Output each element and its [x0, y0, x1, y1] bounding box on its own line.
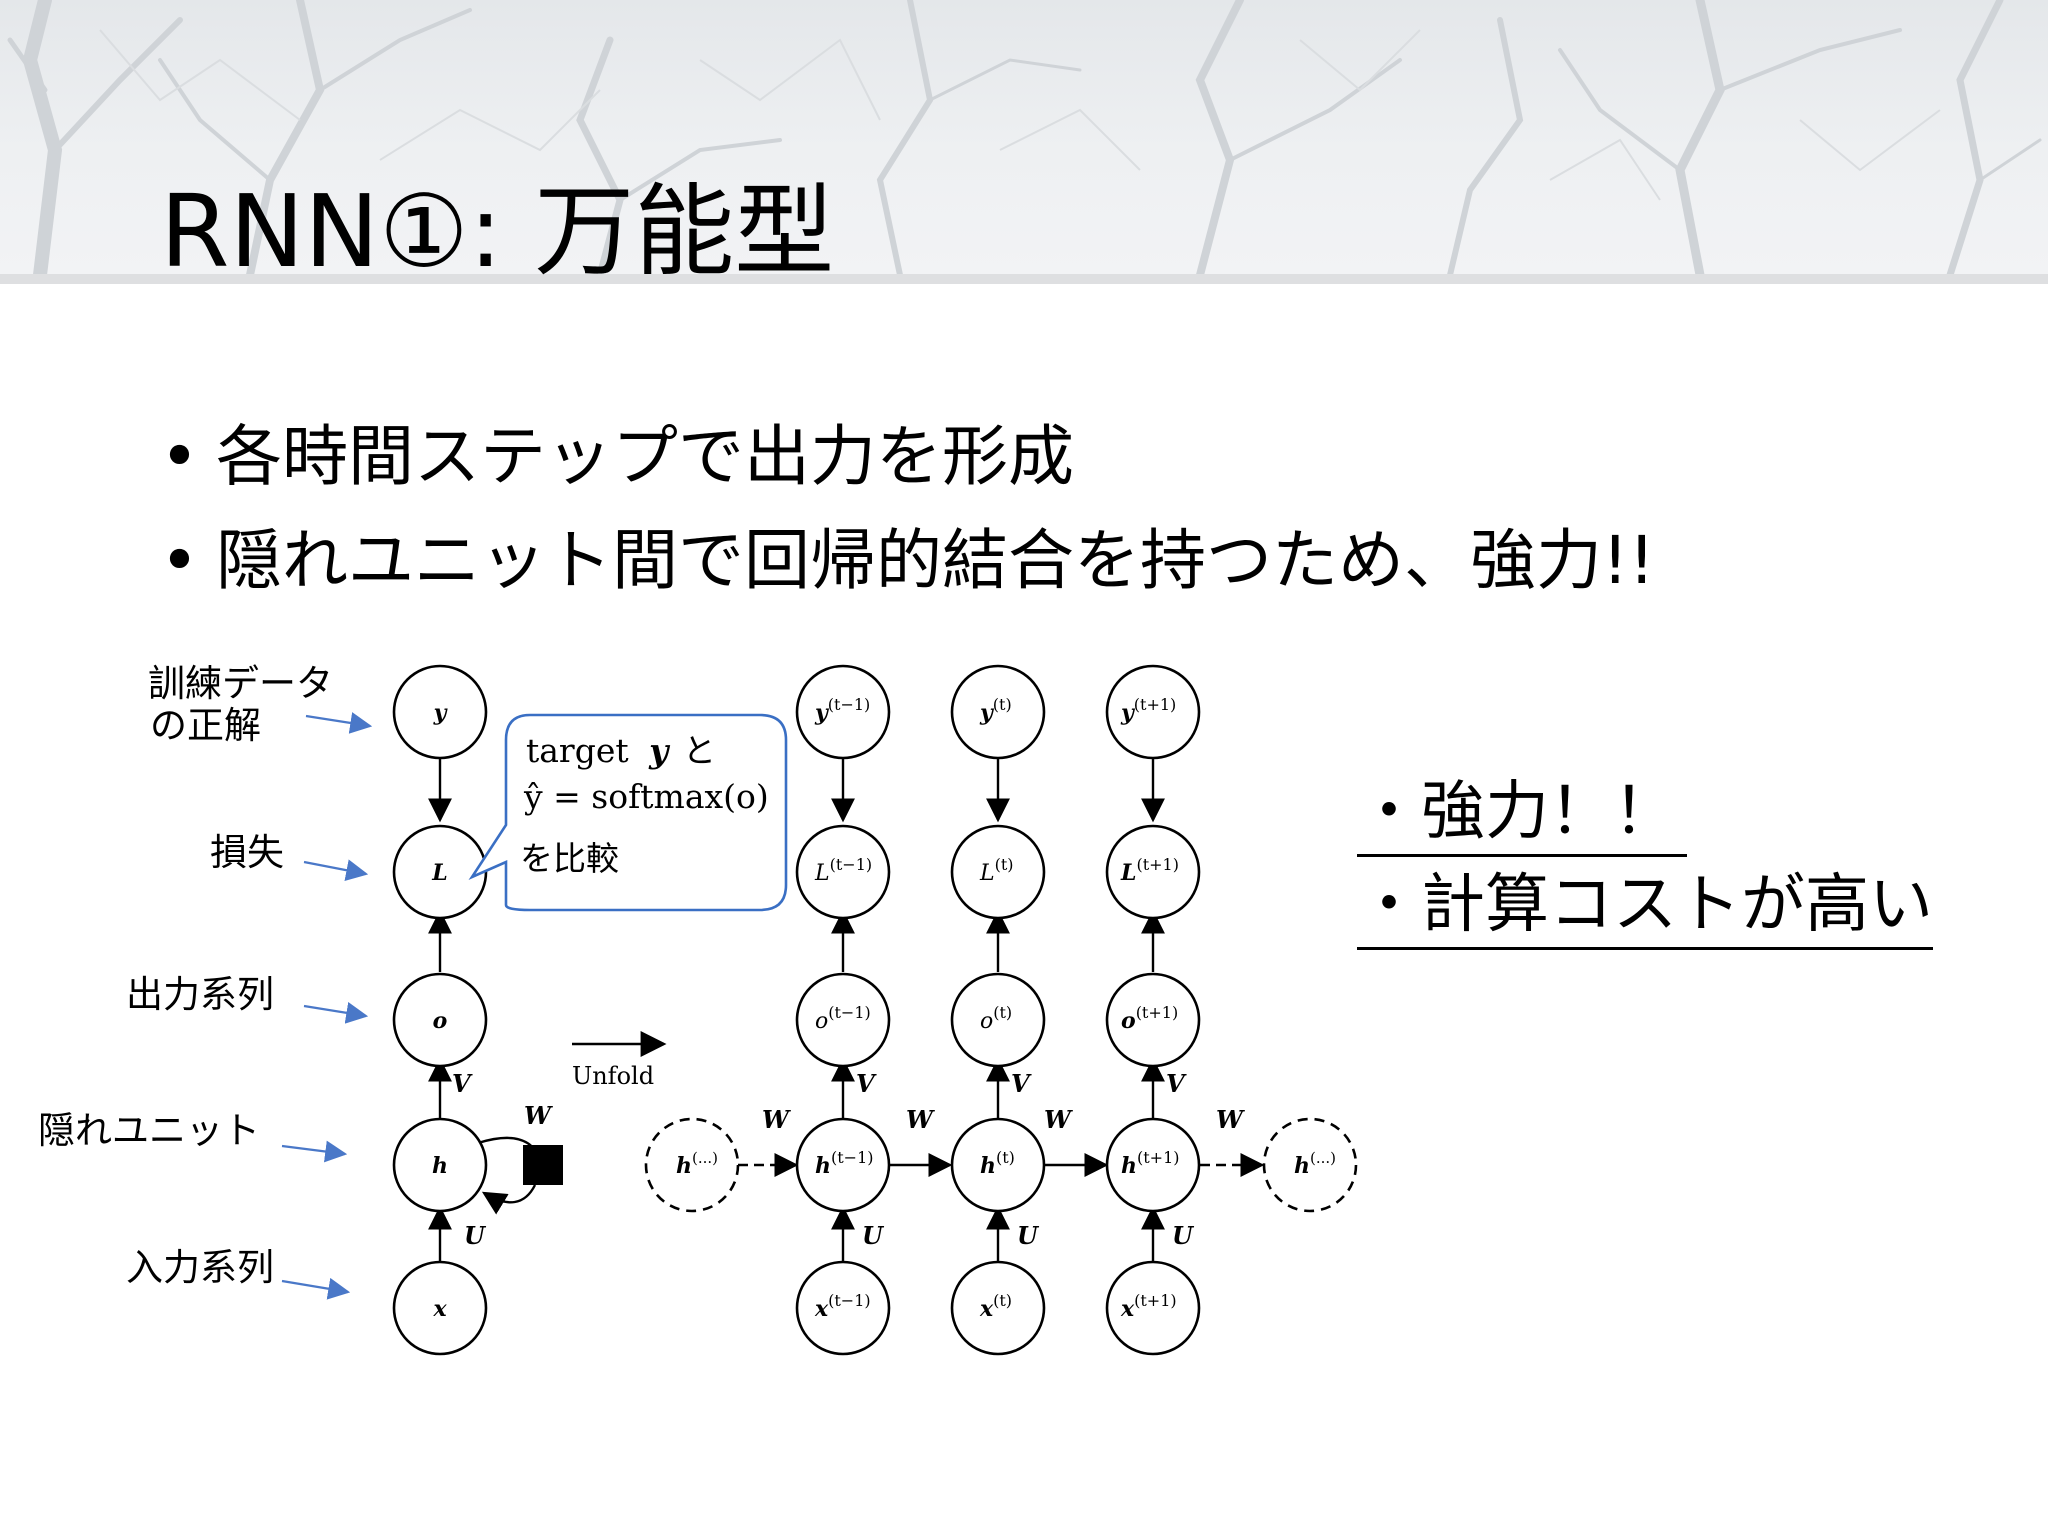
- node-L: [1105, 824, 1201, 920]
- edge-U-label: U: [862, 1221, 885, 1250]
- column-t-minus-1: y(t−1) L(t−1) o(t−1) h(t−1) x(t−1) V U: [795, 664, 891, 1356]
- bullet-text: 隠れユニット間で回帰的結合を持つため、強力!!: [216, 522, 1655, 599]
- node-y: [1105, 664, 1201, 760]
- bullet-dot: •: [160, 522, 199, 599]
- callout-line1-var: y: [648, 731, 671, 770]
- node-h-label: h(t+1): [1121, 1148, 1180, 1179]
- unfolded-graph: h(...) h(...) W W W W y(t−1) L(t−1) o(t−…: [644, 664, 1358, 1356]
- tree-background: [7, 0, 2042, 275]
- bullet-list: •各時間ステップで出力を形成 •隠れユニット間で回帰的結合を持つため、強力!!: [160, 405, 1655, 613]
- arrow-training-to-y: [305, 712, 373, 734]
- label-loss: 損失: [210, 831, 284, 874]
- node-h: [950, 1117, 1046, 1213]
- node-y: [392, 664, 488, 760]
- node-h-label: h(t−1): [815, 1148, 874, 1179]
- edge-V-label: V: [1166, 1069, 1187, 1098]
- node-y: [950, 664, 1046, 760]
- callout-bubble: target y と ŷ = softmax(o) を比較: [468, 713, 788, 912]
- arrow-input-to-x: [281, 1277, 351, 1300]
- edge-W-label: W: [1044, 1105, 1073, 1134]
- node-o: [795, 972, 891, 1068]
- node-x-label: x(t): [979, 1291, 1012, 1322]
- node-x-label: x(t−1): [814, 1291, 871, 1322]
- node-h-next-label: h(...): [1294, 1149, 1336, 1179]
- arrow-output-to-o: [303, 1001, 369, 1024]
- node-x-label: x: [432, 1296, 447, 1322]
- node-L: [795, 824, 891, 920]
- node-h-prev-label: h(...): [676, 1149, 718, 1179]
- edge-W-label: W: [906, 1105, 935, 1134]
- node-h-next-ellipsis: [1262, 1117, 1358, 1213]
- arrow-hidden-to-h: [281, 1140, 348, 1163]
- column-t-plus-1: y(t+1) L(t+1) o(t+1) h(t+1) x(t+1) V U: [1105, 664, 1201, 1356]
- node-x: [795, 1260, 891, 1356]
- node-y-label: y(t−1): [814, 695, 870, 726]
- node-x: [1105, 1260, 1201, 1356]
- edge-V-label: V: [452, 1069, 473, 1098]
- callout-line1: target y と: [526, 731, 716, 770]
- node-o: [392, 972, 488, 1068]
- arrow-loss-to-L: [303, 859, 369, 882]
- node-h-label: h: [432, 1153, 448, 1179]
- notes-box: ・強力！！ ・計算コストが高い: [1357, 770, 1933, 950]
- edge-U-label: U: [1017, 1221, 1040, 1250]
- edge-V-label: V: [856, 1069, 877, 1098]
- callout-line2: ŷ = softmax(o): [523, 777, 769, 816]
- note-strong: ・強力！！: [1357, 770, 1687, 857]
- slide-title: RNN①: 万能型: [160, 173, 835, 290]
- edge-W-label: W: [1216, 1105, 1245, 1134]
- node-L-label: L(t−1): [814, 855, 872, 886]
- node-o-label: o: [433, 1008, 448, 1034]
- node-h: [1105, 1117, 1201, 1213]
- label-arrows: [281, 712, 373, 1300]
- node-h: [795, 1117, 891, 1213]
- node-o-label: o(t−1): [815, 1003, 871, 1034]
- node-y: [795, 664, 891, 760]
- node-o: [1105, 972, 1201, 1068]
- unfold-label: Unfold: [572, 1062, 654, 1090]
- node-h-prev-ellipsis: [644, 1117, 740, 1213]
- rnn-diagram: 訓練データ の正解 損失 出力系列 隠れユニット 入力系列 y L o h: [38, 662, 1358, 1356]
- label-training-data-1: 訓練データ: [148, 662, 333, 705]
- callout-line1-text: target: [526, 731, 629, 770]
- node-L-label: L: [431, 860, 447, 886]
- callout-line1-jp: と: [683, 731, 716, 770]
- bullet-item: •各時間ステップで出力を形成: [160, 405, 1655, 509]
- note-cost: ・計算コストが高い: [1357, 863, 1933, 950]
- edge-W-label: W: [762, 1105, 791, 1134]
- label-hidden-units: 隠れユニット: [38, 1109, 260, 1152]
- node-o-label: o(t): [980, 1003, 1012, 1034]
- bullet-text: 各時間ステップで出力を形成: [216, 418, 1074, 495]
- node-x-label: x(t+1): [1120, 1291, 1177, 1322]
- node-y-label: y(t): [979, 695, 1012, 726]
- folded-graph: y L o h x V U W: [392, 664, 563, 1356]
- edge-U-label: U: [1172, 1221, 1195, 1250]
- node-y-label: y: [433, 700, 449, 726]
- edge-U-label: U: [464, 1221, 487, 1250]
- header-divider: [0, 274, 2048, 284]
- label-training-data-2: の正解: [150, 704, 261, 747]
- node-y-label: y(t+1): [1120, 695, 1176, 726]
- node-x: [392, 1260, 488, 1356]
- header-banner: [0, 0, 2048, 275]
- node-L: [950, 824, 1046, 920]
- node-L-label: L(t+1): [1120, 855, 1179, 886]
- bullet-dot: •: [160, 418, 199, 495]
- label-output-sequence: 出力系列: [126, 973, 274, 1016]
- node-o: [950, 972, 1046, 1068]
- node-h: [392, 1117, 488, 1213]
- bullet-item: •隠れユニット間で回帰的結合を持つため、強力!!: [160, 509, 1655, 613]
- node-L-label: L(t): [979, 855, 1014, 886]
- node-h-label: h(t): [980, 1148, 1015, 1179]
- edge-V-label: V: [1011, 1069, 1032, 1098]
- node-x: [950, 1260, 1046, 1356]
- label-input-sequence: 入力系列: [126, 1246, 274, 1289]
- column-t: y(t) L(t) o(t) h(t) x(t) V U: [950, 664, 1046, 1356]
- node-o-label: o(t+1): [1121, 1003, 1178, 1034]
- edge-W-label: W: [524, 1101, 553, 1130]
- delay-square: [523, 1145, 563, 1185]
- callout-line3: を比較: [520, 839, 619, 878]
